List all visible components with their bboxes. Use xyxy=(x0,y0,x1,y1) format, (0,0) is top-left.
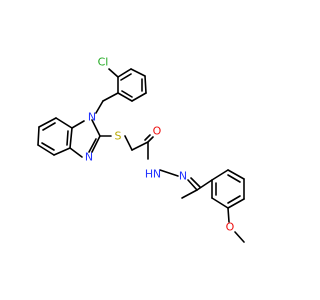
bond xyxy=(117,92,133,102)
bond xyxy=(211,169,229,181)
bond xyxy=(227,198,245,209)
bond xyxy=(69,147,83,158)
bond xyxy=(42,122,56,131)
bond xyxy=(69,127,73,149)
bond xyxy=(108,68,119,78)
bond xyxy=(37,144,55,156)
bond xyxy=(131,141,149,151)
bond xyxy=(144,75,147,94)
sulfur-label: S xyxy=(115,130,122,143)
bond xyxy=(130,68,146,77)
bond xyxy=(41,142,55,151)
bond xyxy=(88,138,97,153)
bond xyxy=(102,92,119,102)
bond xyxy=(190,177,201,188)
bond xyxy=(95,100,104,114)
bond xyxy=(234,231,245,243)
bond xyxy=(38,117,57,128)
bond xyxy=(227,174,241,183)
bond xyxy=(147,136,154,143)
bond xyxy=(196,179,213,191)
bond xyxy=(227,169,245,180)
chlorine-label: Cl xyxy=(98,56,109,69)
carbonyl-oxygen-label: O xyxy=(153,125,162,138)
bond xyxy=(55,117,73,129)
nitrogen-1-label: N xyxy=(88,111,96,124)
bond xyxy=(211,197,229,209)
imine-nitrogen-label: N xyxy=(179,170,187,183)
molecule-drawing: Cl N N S O H N N O xyxy=(37,56,245,243)
bond xyxy=(181,189,198,199)
bond xyxy=(91,119,101,137)
bond xyxy=(121,90,133,98)
bond xyxy=(71,120,85,129)
amide-h-label: H xyxy=(145,168,153,181)
bond xyxy=(120,73,132,81)
bonds xyxy=(37,68,245,243)
bond xyxy=(187,179,198,191)
structure-canvas: Cl N N S O H N N O xyxy=(37,56,245,243)
bond xyxy=(159,169,179,177)
bond xyxy=(124,135,133,151)
bond xyxy=(37,126,40,146)
bond xyxy=(131,92,147,102)
bond xyxy=(117,68,132,78)
bond xyxy=(144,134,151,141)
bond xyxy=(91,135,101,153)
bond xyxy=(227,195,241,204)
bond xyxy=(53,147,71,156)
atom-labels: Cl N N S O H N N O xyxy=(85,56,235,234)
amide-nitrogen-label: N xyxy=(153,168,161,181)
bond xyxy=(66,130,69,146)
methoxy-oxygen-label: O xyxy=(226,221,235,234)
bond xyxy=(227,207,230,223)
nitrogen-3-label: N xyxy=(85,151,93,164)
